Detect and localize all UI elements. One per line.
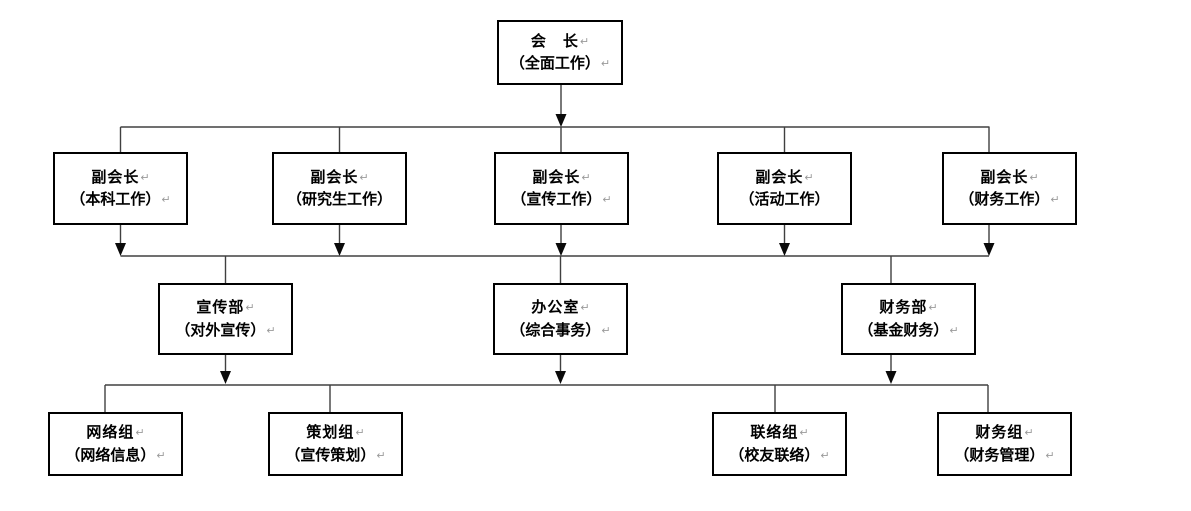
org-node-group-planning: 策划组↵ （宣传策划）↵	[268, 412, 403, 476]
return-mark: ↵	[156, 448, 166, 462]
arrowhead-vp-publicity	[555, 243, 567, 256]
return-mark: ↵	[804, 170, 814, 184]
org-node-vp-graduate: 副会长↵ （研究生工作）	[272, 152, 407, 225]
node-title-text: 联络组	[750, 423, 799, 442]
return-mark: ↵	[579, 34, 590, 48]
arrowhead-vp-activity	[779, 243, 790, 256]
node-subtitle-text: （基金财务）	[858, 320, 949, 339]
node-subtitle: （校友联络）↵	[729, 445, 830, 464]
node-title: 副会长↵	[532, 167, 591, 186]
node-subtitle: （本科工作）↵	[70, 190, 171, 208]
node-subtitle-text: （宣传工作）	[511, 190, 602, 208]
return-mark: ↵	[601, 323, 611, 337]
node-title: 副会长↵	[91, 167, 150, 186]
org-node-dept-finance: 财务部↵ （基金财务）↵	[841, 283, 976, 355]
node-title: 宣传部↵	[196, 299, 254, 316]
node-subtitle-text: （本科工作）	[70, 190, 161, 208]
node-subtitle: （全面工作）↵	[509, 54, 611, 72]
node-subtitle: （财务管理）↵	[954, 445, 1055, 464]
return-mark: ↵	[799, 426, 809, 440]
node-title-text: 副会长	[532, 167, 581, 186]
return-mark: ↵	[376, 448, 386, 462]
return-mark: ↵	[602, 193, 612, 206]
arrowhead-vp-undergrad	[115, 243, 126, 256]
node-subtitle: （对外宣传）↵	[175, 320, 276, 339]
arrowhead-president	[555, 114, 567, 127]
org-node-vp-activity: 副会长↵ （活动工作）	[717, 152, 852, 225]
node-subtitle: （基金财务）↵	[858, 320, 959, 339]
return-mark: ↵	[1050, 193, 1060, 206]
node-title-text: 副会长	[310, 167, 359, 186]
node-title: 财务组↵	[975, 424, 1033, 441]
arrowhead-vp-finance	[983, 243, 995, 256]
return-mark: ↵	[928, 301, 938, 315]
node-title: 副会长↵	[755, 167, 814, 186]
node-subtitle-text: （研究生工作）	[286, 190, 392, 208]
node-title: 副会长↵	[310, 167, 369, 186]
node-subtitle-text: （活动工作）	[739, 190, 830, 208]
node-subtitle: （宣传工作）↵	[511, 190, 612, 208]
node-title-text: 财务部	[879, 298, 928, 317]
return-mark: ↵	[949, 323, 959, 337]
node-title-text: 副会长	[91, 167, 140, 186]
return-mark: ↵	[161, 193, 171, 206]
node-subtitle: （财务工作）↵	[959, 190, 1060, 208]
node-subtitle: （研究生工作）	[286, 190, 392, 208]
org-node-dept-publicity: 宣传部↵ （对外宣传）↵	[158, 283, 293, 355]
arrowhead-dept-office	[555, 371, 566, 384]
node-title: 副会长↵	[980, 167, 1039, 186]
return-mark: ↵	[359, 170, 369, 184]
return-mark: ↵	[820, 448, 830, 462]
return-mark: ↵	[135, 426, 145, 440]
node-subtitle: （活动工作）	[739, 190, 830, 208]
org-node-group-network: 网络组↵ （网络信息）↵	[48, 412, 183, 476]
arrowhead-dept-finance	[885, 371, 897, 384]
node-title: 会 长↵	[530, 31, 590, 50]
node-title-text: 策划组	[306, 423, 355, 442]
arrowhead-dept-publicity	[220, 371, 231, 384]
org-node-president: 会 长↵ （全面工作）↵	[497, 20, 623, 85]
node-title-text: 财务组	[975, 423, 1024, 442]
return-mark: ↵	[1045, 448, 1055, 462]
node-subtitle-text: （全面工作）	[509, 54, 600, 72]
node-title: 联络组↵	[750, 424, 808, 441]
node-title-text: 网络组	[86, 423, 135, 442]
node-subtitle-text: （校友联络）	[729, 445, 820, 464]
node-title: 网络组↵	[86, 424, 144, 441]
node-subtitle-text: （财务管理）	[954, 445, 1045, 464]
return-mark: ↵	[140, 170, 150, 184]
return-mark: ↵	[580, 301, 590, 315]
node-title: 财务部↵	[879, 299, 937, 316]
node-subtitle: （网络信息）↵	[65, 445, 166, 464]
node-title-text: 宣传部	[196, 298, 245, 317]
node-title: 策划组↵	[306, 424, 364, 441]
node-subtitle-text: （综合事务）	[510, 320, 601, 339]
return-mark: ↵	[581, 170, 591, 184]
return-mark: ↵	[1024, 426, 1034, 440]
node-subtitle-text: （网络信息）	[65, 445, 156, 464]
node-subtitle-text: （宣传策划）	[285, 445, 376, 464]
return-mark: ↵	[355, 426, 365, 440]
org-node-group-finance: 财务组↵ （财务管理）↵	[937, 412, 1072, 476]
org-node-group-liaison: 联络组↵ （校友联络）↵	[712, 412, 847, 476]
node-subtitle: （综合事务）↵	[510, 320, 611, 339]
node-title-text: 副会长	[980, 167, 1029, 186]
org-node-dept-office: 办公室↵ （综合事务）↵	[493, 283, 628, 355]
return-mark: ↵	[1029, 170, 1039, 184]
node-title-text: 副会长	[755, 167, 804, 186]
node-subtitle-text: （对外宣传）	[175, 320, 266, 339]
return-mark: ↵	[600, 57, 611, 70]
node-subtitle-text: （财务工作）	[959, 190, 1050, 208]
return-mark: ↵	[245, 301, 255, 315]
node-subtitle: （宣传策划）↵	[285, 445, 386, 464]
org-node-vp-undergrad: 副会长↵ （本科工作）↵	[53, 152, 188, 225]
org-node-vp-publicity: 副会长↵ （宣传工作）↵	[494, 152, 629, 225]
return-mark: ↵	[266, 323, 276, 337]
node-title-text: 会 长	[530, 31, 579, 50]
node-title: 办公室↵	[531, 299, 589, 316]
org-node-vp-finance: 副会长↵ （财务工作）↵	[942, 152, 1077, 225]
node-title-text: 办公室	[531, 298, 580, 317]
arrowhead-vp-graduate	[334, 243, 345, 256]
